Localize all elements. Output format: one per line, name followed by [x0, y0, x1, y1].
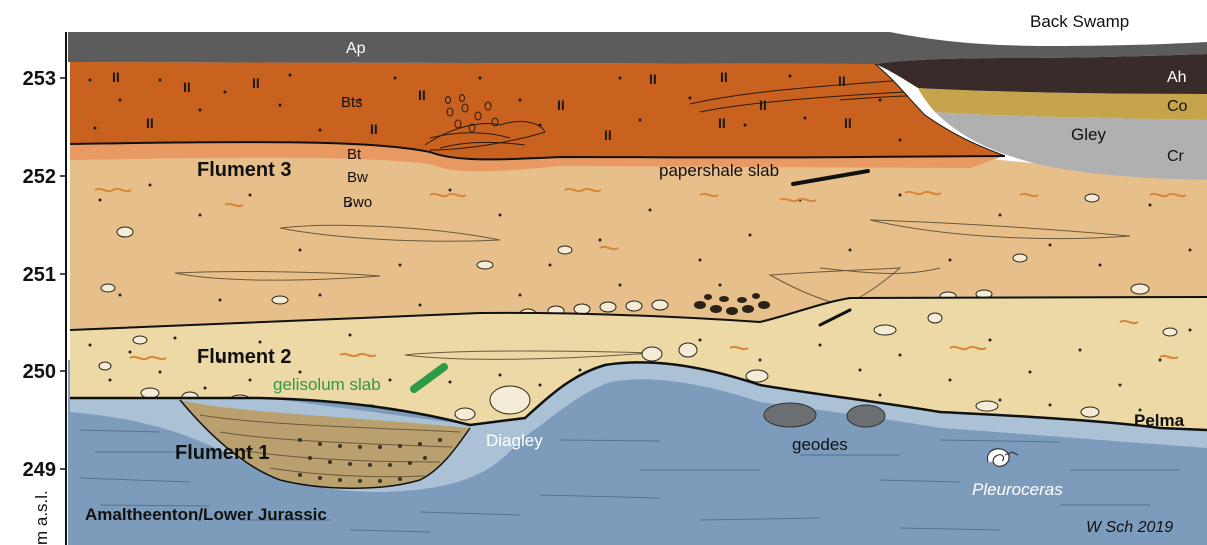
pleuroceras-label: Pleuroceras: [972, 480, 1063, 499]
amaltheenton-label: Amaltheenton/Lower Jurassic: [85, 505, 327, 524]
svg-text:II: II: [844, 115, 852, 131]
svg-text:II: II: [604, 127, 612, 143]
geode: [847, 405, 885, 427]
axis-tick-label: 249: [23, 459, 56, 481]
geodes-label: geodes: [792, 435, 848, 454]
pelma-label: Pelma: [1134, 411, 1185, 430]
bt-label: Bt: [347, 146, 362, 163]
credit-label: W Sch 2019: [1086, 519, 1173, 536]
axis-tick-label: 250: [23, 361, 56, 383]
diagley-label: Diagley: [486, 431, 543, 450]
axis-tick-label: 251: [23, 264, 56, 286]
ah-label: Ah: [1167, 69, 1187, 86]
flument2-label: Flument 2: [197, 346, 291, 368]
svg-text:II: II: [557, 97, 565, 113]
svg-text:II: II: [146, 115, 154, 131]
axis-tick-label: 253: [23, 68, 56, 90]
gelisolum-slab-label: gelisolum slab: [273, 375, 381, 394]
svg-text:II: II: [649, 71, 657, 87]
svg-text:II: II: [759, 97, 767, 113]
gley-label: Gley: [1071, 125, 1106, 144]
svg-text:II: II: [418, 87, 426, 103]
svg-text:II: II: [718, 115, 726, 131]
papershale-slab-label: papershale slab: [659, 161, 779, 180]
svg-text:II: II: [720, 69, 728, 85]
flument1-label: Flument 1: [175, 442, 269, 464]
svg-text:II: II: [183, 79, 191, 95]
geode: [764, 403, 816, 427]
axis-tick-label: 252: [23, 166, 56, 188]
axis-label: m a.s.l.: [32, 490, 51, 545]
bw-label: Bw: [347, 169, 368, 186]
svg-text:II: II: [252, 75, 260, 91]
ap-label: Ap: [346, 40, 366, 57]
co-label: Co: [1167, 98, 1188, 115]
svg-text:II: II: [370, 121, 378, 137]
cr-label: Cr: [1167, 148, 1185, 165]
back-swamp-label: Back Swamp: [1030, 12, 1129, 31]
bwo-label: Bwo: [343, 194, 372, 211]
bts-label: Bts: [341, 94, 363, 111]
ah-horizon: [875, 54, 1207, 94]
flument3-label: Flument 3: [197, 159, 291, 181]
svg-text:II: II: [112, 69, 120, 85]
svg-text:II: II: [838, 73, 846, 89]
